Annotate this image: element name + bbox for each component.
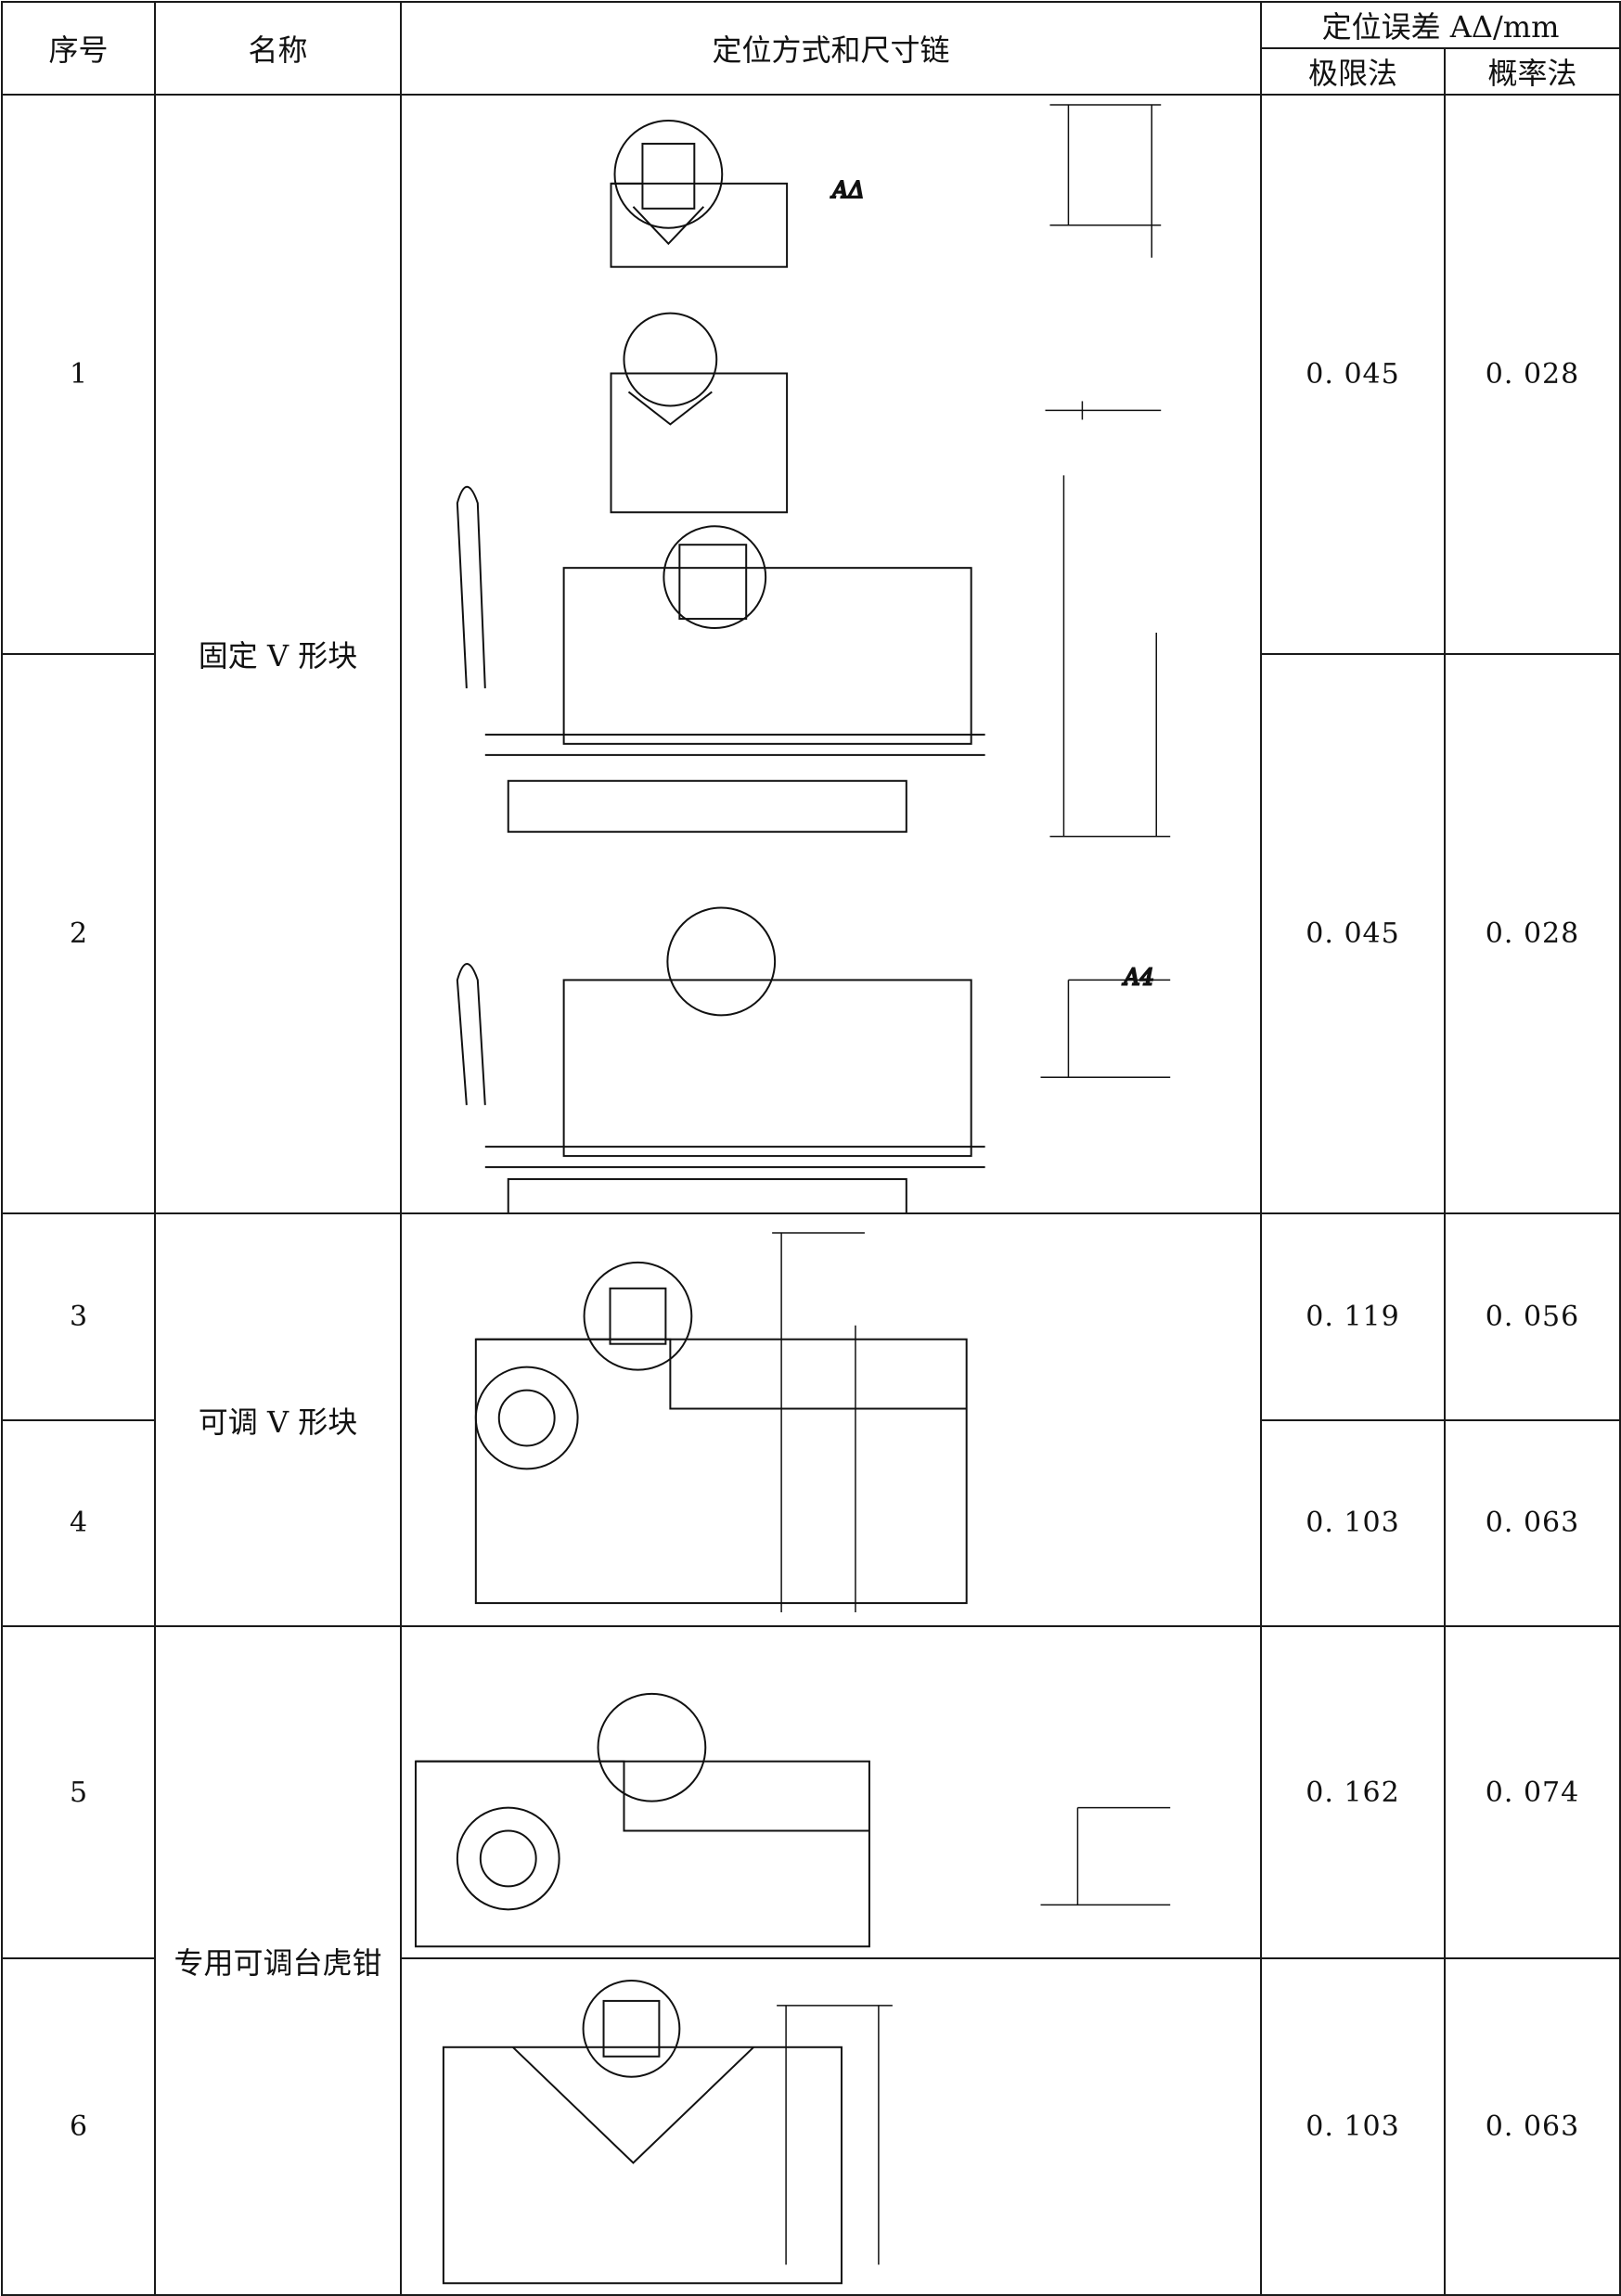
chain-2b [1040,979,1171,1078]
row-3-no: 3 [1,1212,156,1421]
name-special-vise: 专用可调台虎钳 [154,1625,402,2296]
header-limit: 极限法 [1260,47,1446,96]
special-vise-5-drawing [414,1692,1171,1948]
header-no: 序号 [1,1,156,96]
chain-1a [1049,104,1162,258]
row-1-no: 1 [1,94,156,655]
special-vise-6-drawing [442,1980,893,2285]
name-adjustable-v: 可调 V 形块 [154,1212,402,1628]
row-1-prob: 0. 028 [1444,94,1621,655]
row-1-limit: 0. 045 [1260,94,1446,655]
vise-assembly-2 [456,906,985,1212]
row-3-limit: 0. 119 [1260,1212,1446,1421]
row-6-no: 6 [1,1957,156,2296]
vise-assembly-1 [456,485,985,833]
header-prob: 概率法 [1444,47,1621,96]
chain-1b [1045,401,1162,420]
v-block-1b [610,312,789,514]
chain-2a [1049,475,1171,838]
row-5-prob: 0. 074 [1444,1625,1621,1960]
row-6-prob: 0. 063 [1444,1957,1621,2296]
dim-label-a4: A4 [1122,964,1154,990]
row-4-prob: 0. 063 [1444,1418,1621,1628]
row-4-limit: 0. 103 [1260,1418,1446,1628]
dim-label-a-delta: AΔ [830,177,865,203]
figure-adjustable-v [400,1212,1262,1628]
row-4-no: 4 [1,1418,156,1628]
row-2-prob: 0. 028 [1444,653,1621,1214]
row-5-no: 5 [1,1625,156,1960]
header-name: 名称 [154,1,402,96]
header-method: 定位方式和尺寸链 [400,1,1262,96]
row-6-limit: 0. 103 [1260,1957,1446,2296]
adjustable-v-drawing [474,1232,968,1613]
header-error-label: 定位误差 AΔ/mm [1321,9,1560,45]
figure-special-vise-5 [400,1625,1262,1960]
figure-fixed-v: AΔ A4 [400,94,1262,1214]
figure-special-vise-6 [400,1957,1262,2296]
row-5-limit: 0. 162 [1260,1625,1446,1960]
row-3-prob: 0. 056 [1444,1212,1621,1421]
fixed-v-drawing: AΔ A4 [456,104,1171,1212]
v-block-1a [610,119,789,268]
name-fixed-v: 固定 V 形块 [154,94,402,1214]
row-2-limit: 0. 045 [1260,653,1446,1214]
row-2-no: 2 [1,653,156,1214]
header-error: 定位误差 AΔ/mm [1260,1,1621,49]
